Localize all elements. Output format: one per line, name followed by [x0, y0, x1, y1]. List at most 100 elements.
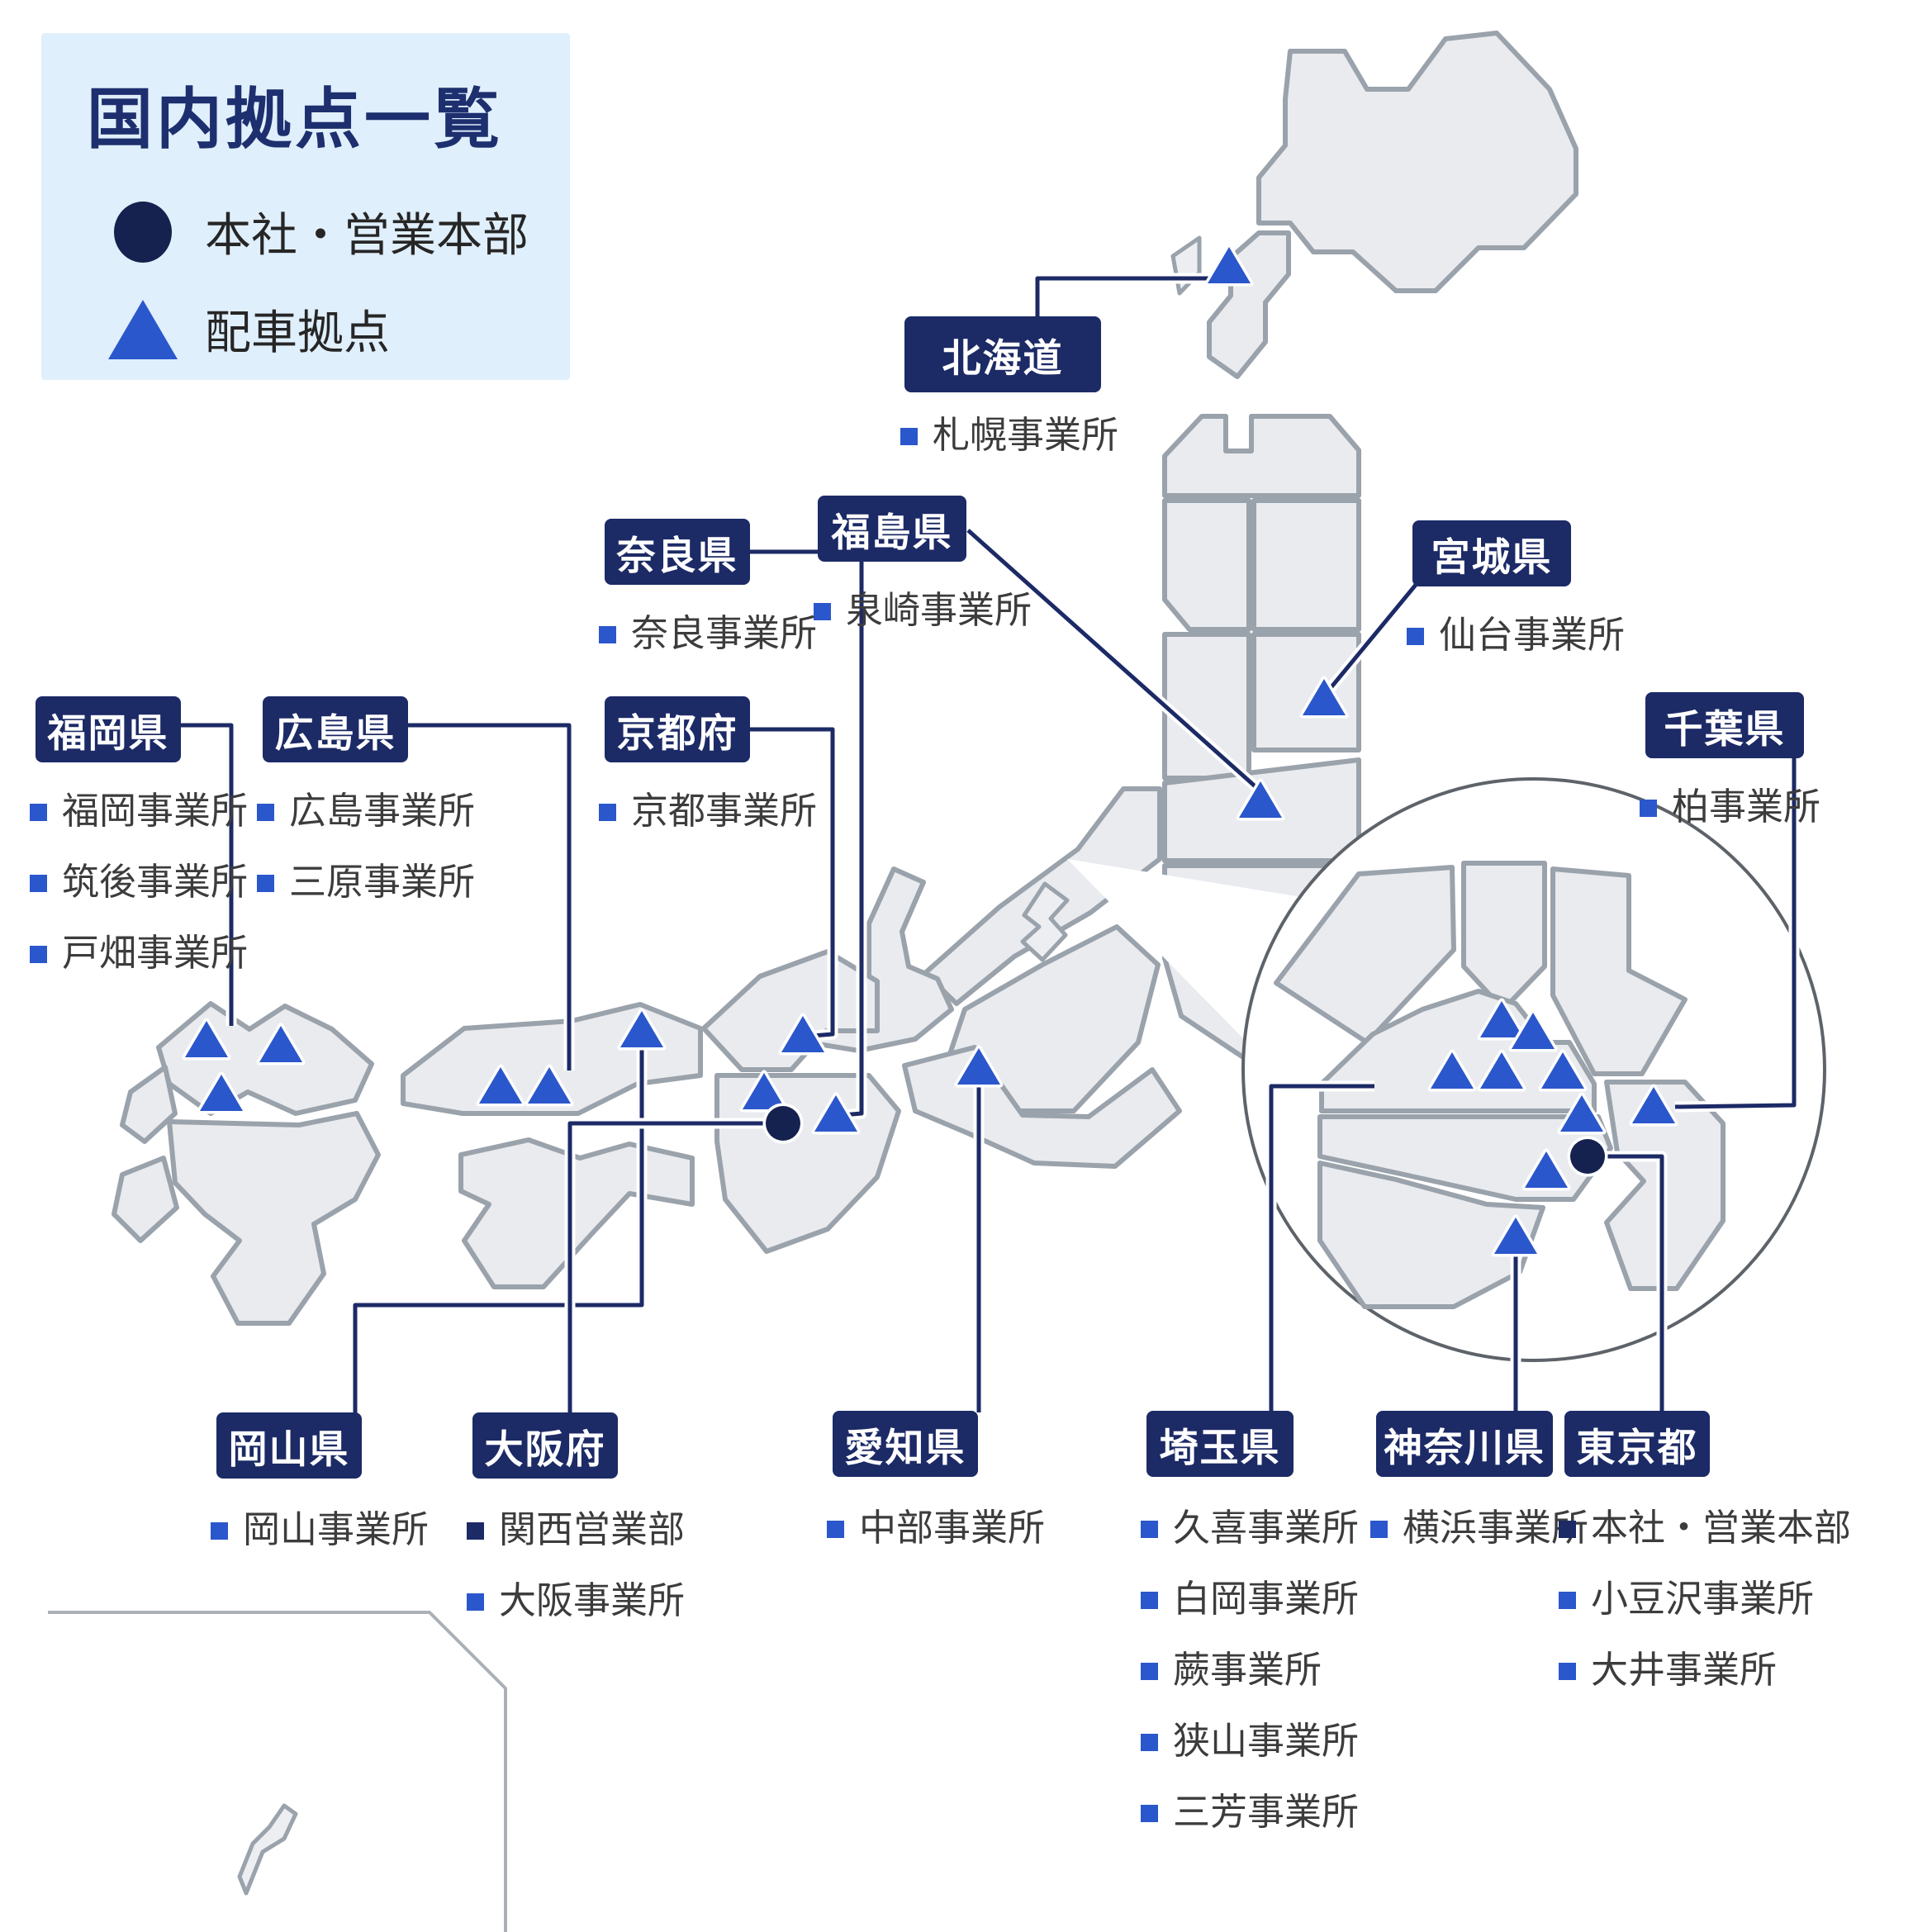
office-bullet-icon — [30, 874, 47, 892]
marker-sapporo — [1204, 244, 1254, 287]
office-bullet-icon — [1559, 1520, 1576, 1538]
office-item: 三芳事業所 — [1141, 1790, 1359, 1835]
marker-sendai — [1299, 676, 1349, 719]
office-bullet-icon — [257, 803, 274, 821]
pref-label-tokyo: 東京都 — [1564, 1411, 1710, 1477]
pref-label-kyoto: 京都府 — [605, 696, 750, 762]
pref-label-aichi: 愛知県 — [833, 1411, 978, 1477]
office-item: 小豆沢事業所 — [1559, 1577, 1851, 1621]
office-bullet-icon — [211, 1521, 228, 1540]
prefecture-shape-chugoku — [401, 1002, 703, 1116]
office-bullet-icon — [30, 803, 47, 821]
hq-circle-icon — [114, 201, 172, 263]
connector-fukuoka — [181, 723, 234, 1026]
pref-label-hiroshima: 広島県 — [263, 696, 408, 762]
office-item: 本社・営業本部 — [1559, 1506, 1851, 1550]
legend-panel: 国内拠点一覧 本社・営業本部 配車拠点 — [41, 33, 570, 380]
office-bullet-icon — [1370, 1520, 1388, 1538]
marker-kashiwa — [1629, 1084, 1678, 1127]
office-bullet-icon — [814, 602, 831, 620]
office-list-hokkaido: 札幌事業所 — [900, 413, 1118, 484]
page-title: 国内拠点一覧 — [87, 81, 503, 158]
marker-izumizaki — [1236, 778, 1285, 821]
office-list-miyagi: 仙台事業所 — [1407, 613, 1625, 684]
office-bullet-icon — [467, 1521, 484, 1540]
connector-chiba — [1674, 758, 1797, 1109]
legend-item-hq: 本社・営業本部 — [114, 198, 529, 265]
prefecture-shape-hokkaido — [1256, 31, 1578, 293]
office-bullet-icon — [599, 625, 616, 643]
office-list-hiroshima: 広島事業所 三原事業所 — [257, 789, 475, 931]
marker-sayama — [1427, 1049, 1477, 1092]
prefecture-shape-kyushu-main — [167, 1111, 381, 1326]
office-item: 白岡事業所 — [1141, 1577, 1359, 1621]
connector-saitama — [1269, 1084, 1374, 1412]
marker-okayama — [617, 1008, 667, 1051]
okinawa-inset-border — [48, 1611, 507, 1932]
islet-okinawa — [237, 1803, 298, 1896]
marker-azusawa — [1557, 1092, 1607, 1135]
office-bullet-icon — [257, 874, 274, 892]
pref-label-nara: 奈良県 — [605, 519, 750, 585]
legend-item-label: 配車拠点 — [205, 306, 390, 360]
connector-fukushima — [966, 529, 1260, 791]
office-item: 京都事業所 — [599, 789, 817, 833]
marker-osaka — [739, 1070, 789, 1113]
office-bullet-icon — [1141, 1662, 1158, 1680]
office-item: 柏事業所 — [1640, 785, 1820, 829]
office-bullet-icon — [1141, 1733, 1158, 1751]
pref-label-osaka: 大阪府 — [472, 1412, 618, 1479]
office-bullet-icon — [1640, 799, 1657, 817]
office-list-saitama: 久喜事業所 白岡事業所 蕨事業所 狭山事業所 三芳事業所 — [1141, 1506, 1359, 1861]
office-bullet-icon — [467, 1593, 484, 1611]
connector-lines — [181, 273, 1800, 1414]
marker-miyoshi — [1477, 1049, 1526, 1092]
marker-kansai-hq — [762, 1103, 804, 1144]
prefecture-shape-akita — [1162, 498, 1251, 632]
prefecture-shape-tochigi-zoom — [1461, 861, 1547, 1012]
office-bullet-icon — [1141, 1591, 1158, 1609]
office-item: 岡山事業所 — [211, 1507, 429, 1552]
marker-tobata — [256, 1023, 306, 1066]
prefecture-shape-kyushu-west — [112, 1156, 179, 1243]
pref-label-hokkaido: 北海道 — [904, 316, 1101, 392]
location-markers — [182, 244, 1678, 1257]
marker-shiraoka — [1508, 1009, 1558, 1052]
connector-tokyo — [1606, 1154, 1664, 1412]
office-list-tokyo: 本社・営業本部 小豆沢事業所 大井事業所 — [1559, 1506, 1851, 1719]
office-item: 大井事業所 — [1559, 1648, 1851, 1692]
office-list-fukushima: 泉崎事業所 — [814, 588, 1032, 659]
office-item: 札幌事業所 — [900, 413, 1118, 458]
office-bullet-icon — [1559, 1662, 1576, 1680]
office-item: 関西営業部 — [467, 1507, 685, 1552]
office-bullet-icon — [827, 1520, 844, 1538]
office-list-okayama: 岡山事業所 — [211, 1507, 429, 1578]
prefecture-shape-iwate — [1251, 498, 1361, 632]
prefecture-shape-gunma-zoom — [1274, 865, 1456, 1045]
office-item: 久喜事業所 — [1141, 1506, 1359, 1550]
islet-sado — [1020, 881, 1070, 962]
pref-label-kanagawa: 神奈川県 — [1376, 1411, 1553, 1477]
office-bullet-icon — [599, 803, 616, 821]
pref-label-fukushima: 福島県 — [818, 496, 966, 562]
marker-chikugo — [197, 1071, 246, 1114]
office-item: 奈良事業所 — [599, 611, 817, 656]
office-item: 横浜事業所 — [1370, 1506, 1588, 1550]
prefecture-shape-yamagata — [1162, 632, 1251, 781]
prefecture-shape-miyagi — [1251, 632, 1361, 752]
office-bullet-icon — [30, 945, 47, 963]
pref-label-fukuoka: 福岡県 — [36, 696, 181, 762]
office-list-chiba: 柏事業所 — [1640, 785, 1820, 856]
office-item: 中部事業所 — [827, 1506, 1045, 1550]
prefecture-shape-aomori — [1162, 414, 1361, 498]
pref-label-miyagi: 宮城県 — [1412, 520, 1571, 586]
marker-mihara — [525, 1064, 574, 1107]
office-bullet-icon — [900, 427, 918, 445]
legend-item-dispatch: 配車拠点 — [108, 296, 390, 363]
office-item: 蕨事業所 — [1141, 1648, 1359, 1692]
marker-yokohama — [1491, 1214, 1540, 1257]
marker-kyoto — [778, 1013, 828, 1056]
kanto-magnifier — [1067, 777, 1826, 1362]
